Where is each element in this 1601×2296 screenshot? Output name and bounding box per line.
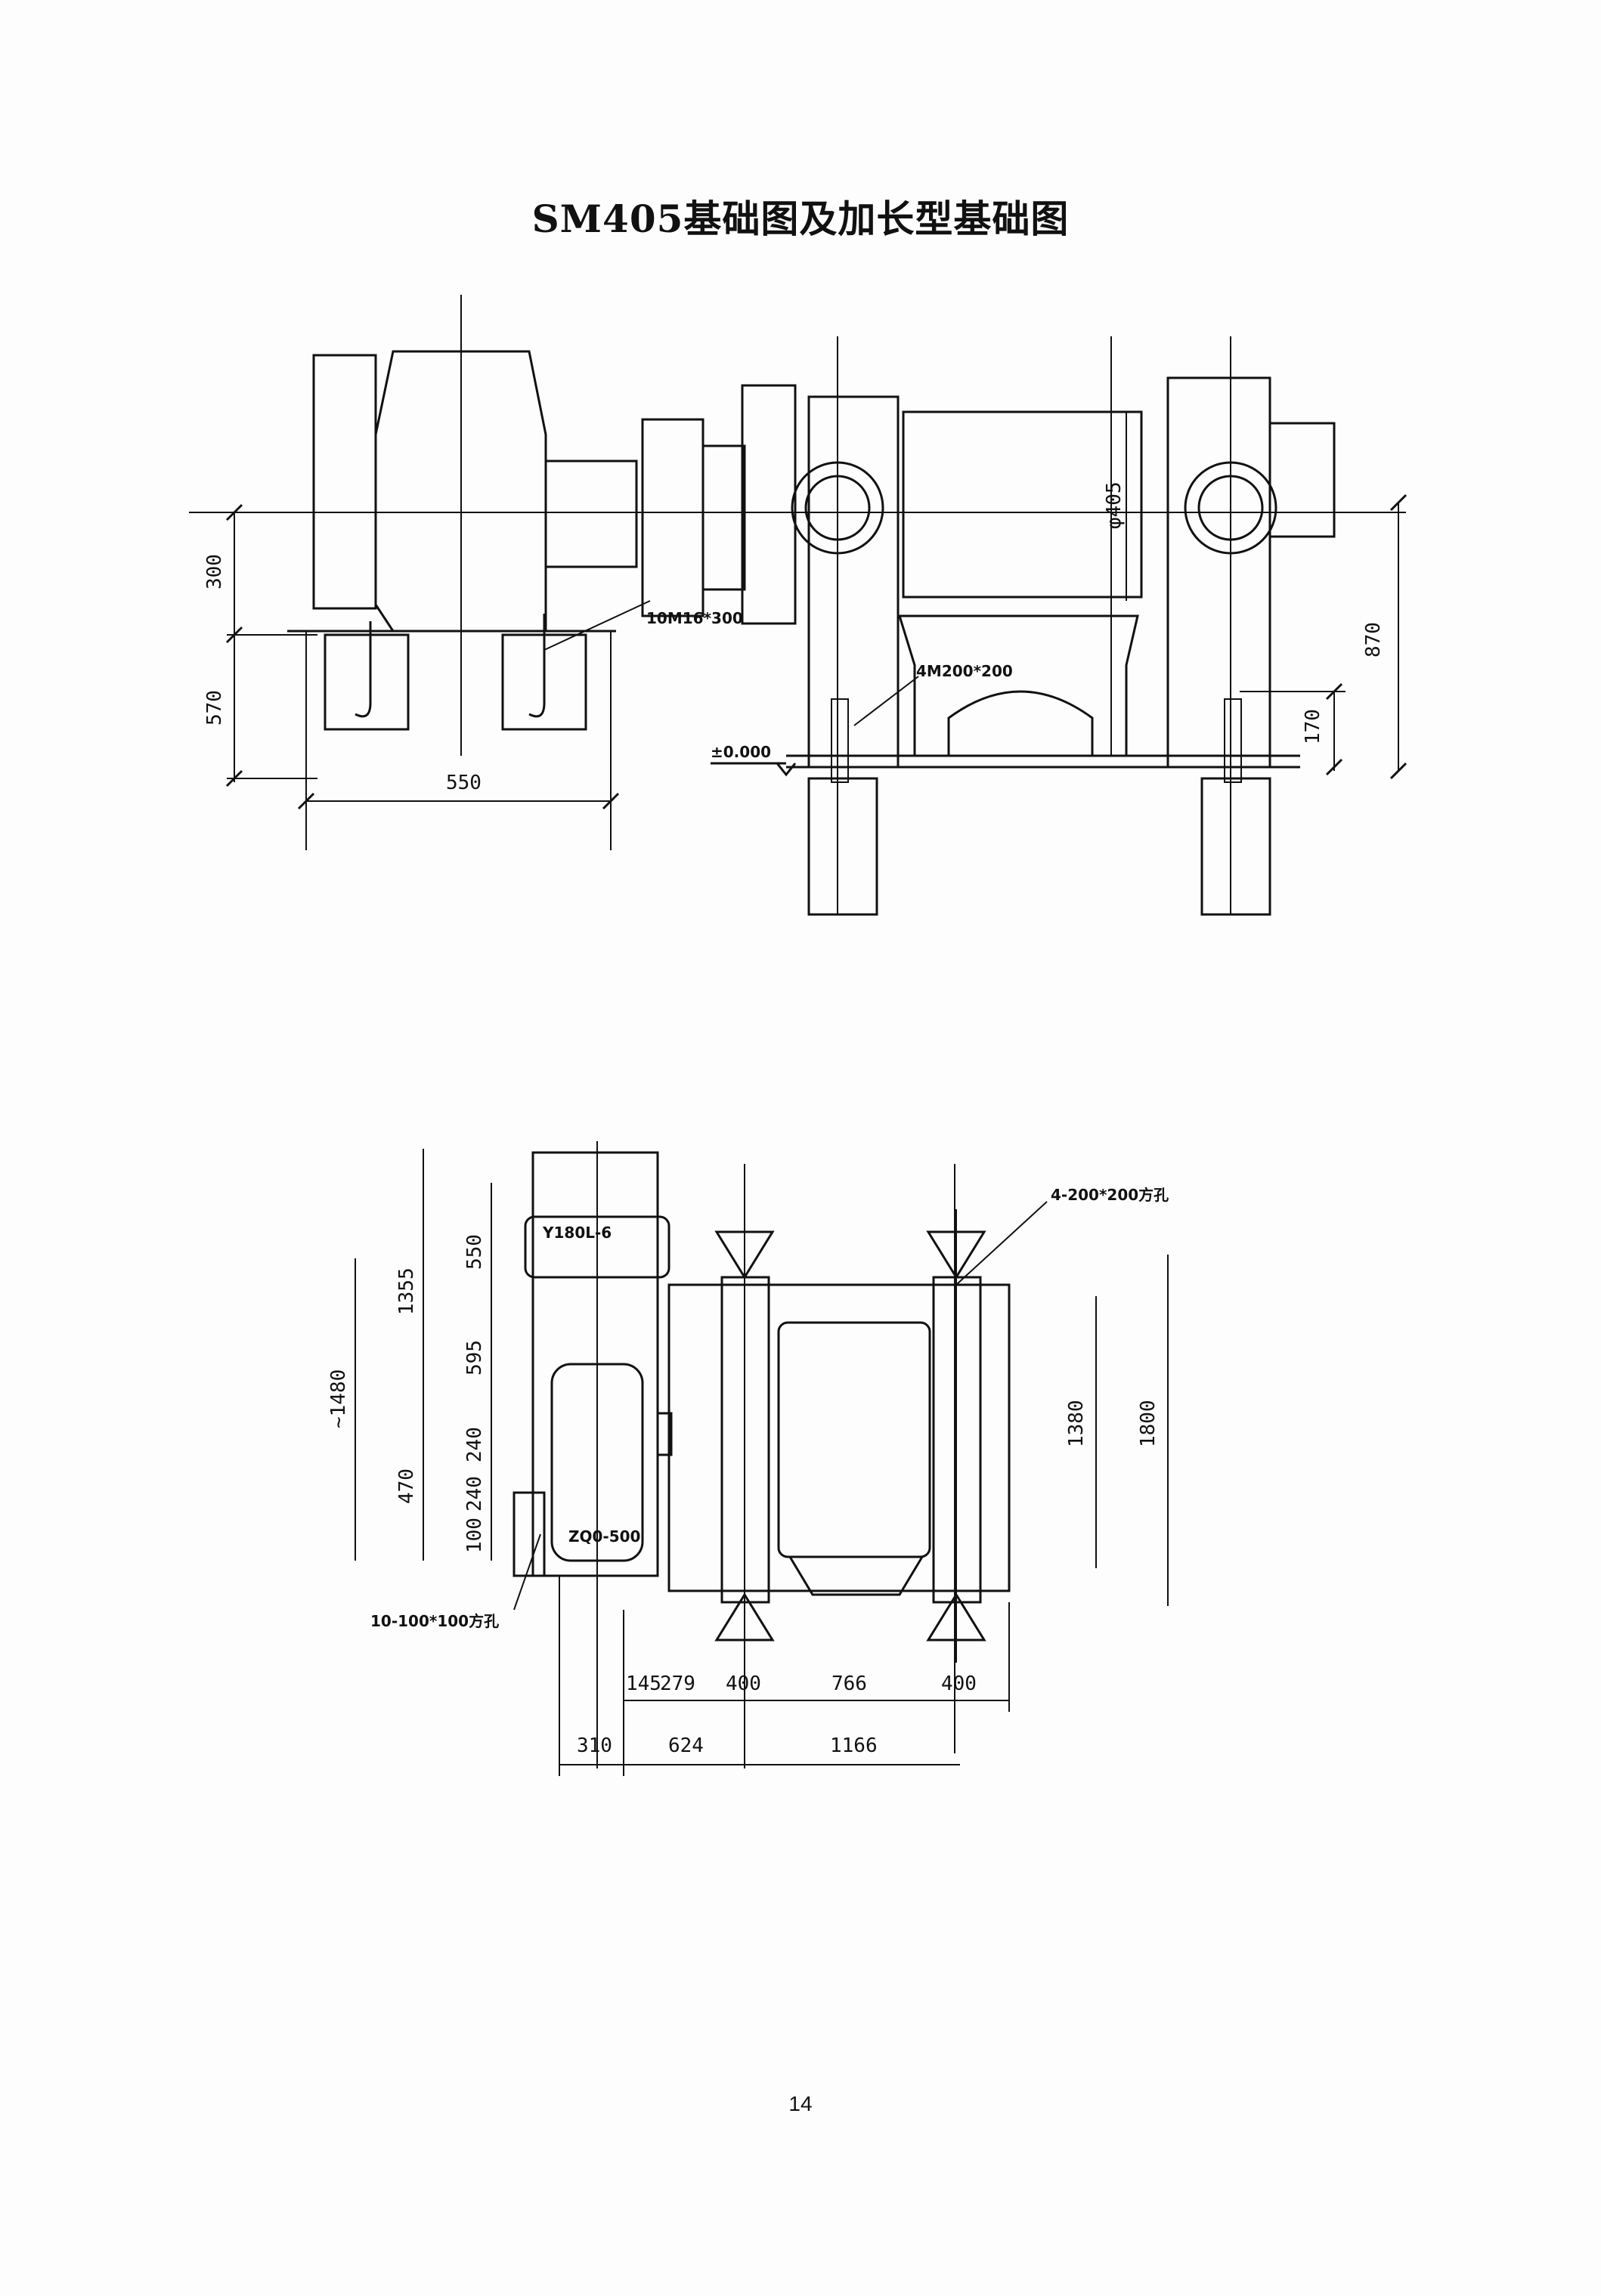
- dim-dia: φ405: [1103, 481, 1126, 529]
- coupling: [544, 460, 638, 568]
- foundation-pier-left: [807, 777, 878, 916]
- dim-550: 550: [446, 772, 482, 794]
- dim-1800: 1800: [1137, 1400, 1160, 1447]
- leader-line: [853, 676, 919, 726]
- left-roller-inner: [804, 475, 871, 541]
- reducer-flange: [641, 418, 705, 617]
- hopper-plan: [788, 1556, 924, 1596]
- motor-end-plate: [312, 354, 377, 610]
- holes-right-label: 4-200*200方孔: [1051, 1186, 1169, 1204]
- dim-1380: 1380: [1065, 1400, 1088, 1447]
- dim-170: 170: [1302, 709, 1324, 744]
- mill-drum-plan: [777, 1321, 931, 1558]
- left-support-top: [714, 1230, 775, 1280]
- bolt-label: 10M16*300: [646, 609, 743, 627]
- reducer: [550, 1363, 644, 1562]
- dim-1355: 1355: [395, 1267, 418, 1315]
- gear-box: [1268, 422, 1336, 538]
- level-label: ±0.000: [711, 743, 771, 761]
- leader-line: [955, 1201, 1048, 1286]
- foundation-pier-right: [1200, 777, 1271, 916]
- page-number: 14: [788, 2092, 813, 2115]
- dim-tick: [225, 769, 243, 788]
- plan-view: Y180L-6 ZQ0-500 10-100*100方孔 4-200*200方孔: [327, 1141, 1169, 1776]
- left-roller-outer: [791, 461, 884, 555]
- leader-line: [543, 600, 651, 651]
- leader-line: [513, 1533, 541, 1611]
- right-roller-outer: [1184, 461, 1277, 555]
- right-support-bottom: [926, 1592, 986, 1642]
- dim-766: 766: [831, 1672, 867, 1695]
- anchor-label: 4M200*200: [916, 662, 1013, 680]
- dim-100: 100: [463, 1518, 486, 1553]
- dim-145: 145: [626, 1672, 661, 1695]
- reducer-foot: [513, 1491, 546, 1577]
- right-support-top: [926, 1230, 986, 1280]
- elevation-view: 300 570 550 10M16*300: [189, 295, 1407, 916]
- dim-tick: [602, 792, 620, 810]
- dim-240a: 240: [463, 1427, 486, 1462]
- anchor-bolt: [355, 621, 372, 718]
- dim-595: 595: [463, 1340, 486, 1375]
- shaft-coupling: [656, 1412, 673, 1456]
- anchor-bolt-right: [1224, 698, 1242, 783]
- level-symbol: [776, 763, 797, 777]
- right-roller-inner: [1197, 475, 1264, 541]
- left-support-bottom: [714, 1592, 775, 1642]
- drive-base: [531, 1151, 659, 1577]
- dim-310: 310: [577, 1734, 612, 1757]
- foundation-block: [324, 633, 410, 731]
- dim-400a: 400: [726, 1672, 761, 1695]
- dim-1480: ~1480: [327, 1369, 350, 1428]
- discharge-arch: [947, 690, 1094, 756]
- dim-1166: 1166: [830, 1734, 878, 1757]
- dim-279: 279: [660, 1672, 695, 1695]
- dim-tick: [225, 503, 243, 521]
- dim-tick: [1389, 494, 1407, 512]
- dim-tick: [297, 792, 315, 810]
- mill-frame-left: [807, 395, 900, 769]
- motor: [524, 1215, 670, 1279]
- dim-550-plan: 550: [463, 1234, 486, 1270]
- dim-300: 300: [203, 554, 226, 589]
- anchor-bolt: [528, 614, 546, 718]
- dim-870: 870: [1362, 622, 1385, 658]
- dim-570: 570: [203, 690, 226, 726]
- dim-tick: [1325, 682, 1343, 701]
- motor-label: Y180L-6: [542, 1224, 612, 1242]
- mill-frame-right: [1166, 376, 1271, 769]
- dim-tick: [1325, 758, 1343, 776]
- anchor-bolt-left: [831, 698, 849, 783]
- mill-drum: [902, 410, 1143, 599]
- dim-tick: [1389, 762, 1407, 780]
- dim-400b: 400: [941, 1672, 977, 1695]
- gear-housing: [741, 384, 797, 625]
- page-title: SM405基础图及加长型基础图: [531, 196, 1070, 241]
- discharge-hopper: [897, 614, 1139, 757]
- mill-plan-outline: [667, 1283, 1011, 1592]
- dim-470: 470: [395, 1468, 418, 1504]
- reducer-body: [701, 444, 746, 591]
- dim-240b: 240: [463, 1476, 486, 1512]
- dim-tick: [225, 626, 243, 644]
- holes-left-label: 10-100*100方孔: [370, 1612, 499, 1630]
- reducer-label: ZQ0-500: [568, 1527, 640, 1546]
- dim-624: 624: [668, 1734, 704, 1757]
